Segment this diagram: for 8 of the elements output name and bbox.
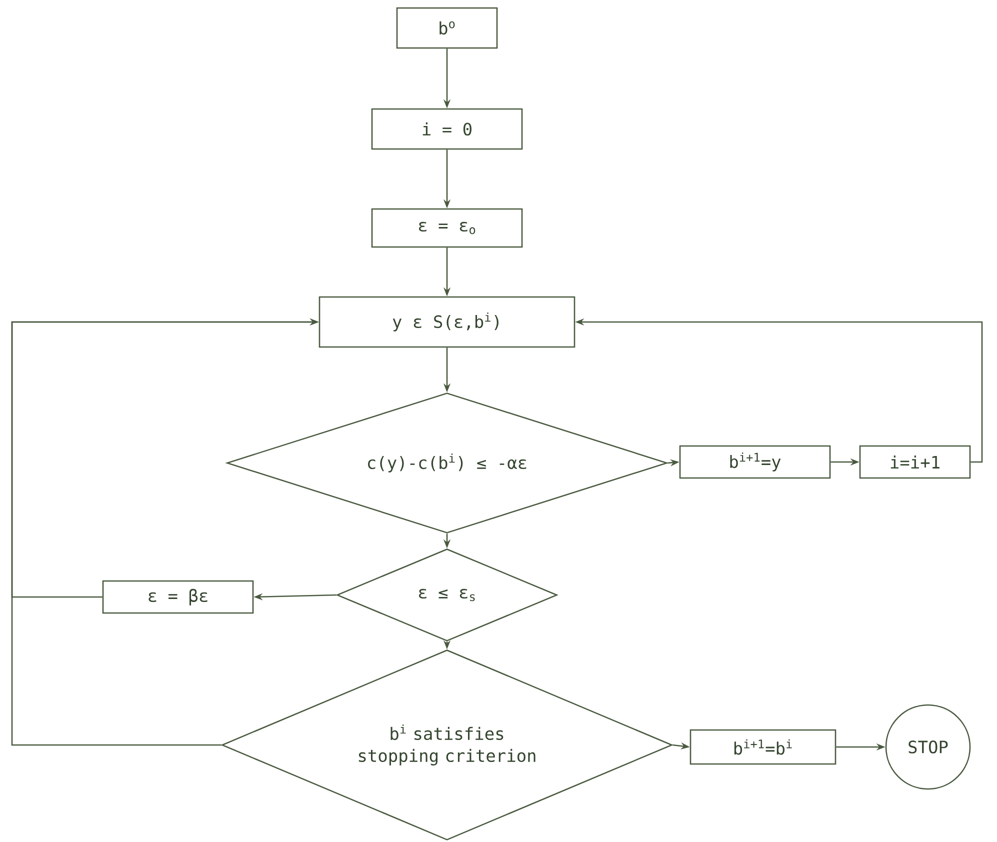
process-box: i = 0 (371, 108, 523, 150)
process-box: y ε S(ε,b$^{i}$) (318, 296, 576, 348)
process-box: ε = βε (102, 580, 254, 614)
process-box: b$^{i+1}$=y (679, 445, 831, 479)
process-box: b$^{i+1}$=b$^{i}$ (690, 729, 836, 765)
process-box: ε = ε$_{o}$ (371, 208, 523, 248)
process-box: i=i+1 (859, 445, 971, 479)
process-box: b$^{o}$ (396, 7, 498, 49)
